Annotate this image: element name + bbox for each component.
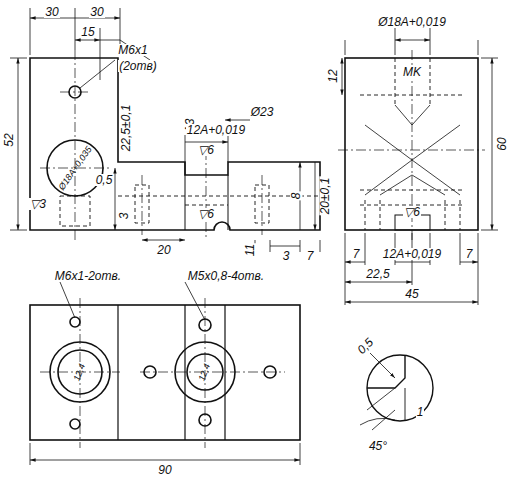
dimension-label: Ø18A+0,019 [377,16,447,28]
dimension-label: 3 [282,250,291,262]
dimension-label: 12A+0,019 [186,124,246,136]
dimension-label: 7 [306,250,315,262]
dimension-label: 15 [80,26,95,38]
dimension-label: 30 [89,6,104,18]
dimension-label: 11 [244,243,256,257]
dimension-label: ▽6 [197,144,215,156]
dimension-label: 0,5 [95,174,114,186]
detail-view [367,355,433,421]
dimension-label: 52 [3,132,15,147]
dimension-label: 20±0,1 [319,177,331,216]
bottom-view [30,305,300,440]
dimension-label: 12 [327,68,339,83]
dimension-label: ▽6 [403,206,421,218]
dimension-label: 22,5±0,1 [120,104,132,153]
dimension-label: 1 [416,406,425,418]
dimension-label: MK [402,66,422,78]
center-lines [40,50,485,448]
dimension-label: Ø23 [250,106,275,118]
dimension-label: ▽3 [29,198,47,210]
dimension-label: 7 [465,248,474,260]
dimension-label: 12,4 [197,361,212,382]
front-view [30,58,320,230]
hidden-lines [60,58,463,230]
dimension-label: 0,5 [354,335,376,357]
dimension-label: M6x1-2отв. [54,270,122,282]
dimension-label: 8 [290,192,302,201]
dimension-label: 60 [496,136,508,151]
dimension-label: 90 [157,464,172,476]
dimension-label: M6x1 [117,44,148,56]
dimension-label: M5x0,8-4отв. [187,270,265,282]
dimension-label: 7 [352,248,361,260]
dimension-label: 45 [404,288,419,300]
dimension-label: 45° [368,440,388,452]
dimension-label: 30 [44,6,59,18]
dimension-label: 3 [118,212,130,221]
dimension-label: 12A+0,019 [382,248,442,260]
dimension-label: 22,5 [365,268,390,280]
side-view [345,58,478,230]
dimension-label: ▽6 [197,208,215,220]
dimension-label: 20 [156,244,171,256]
dimension-label: (2отв) [118,60,158,72]
dimension-lines [10,8,498,465]
